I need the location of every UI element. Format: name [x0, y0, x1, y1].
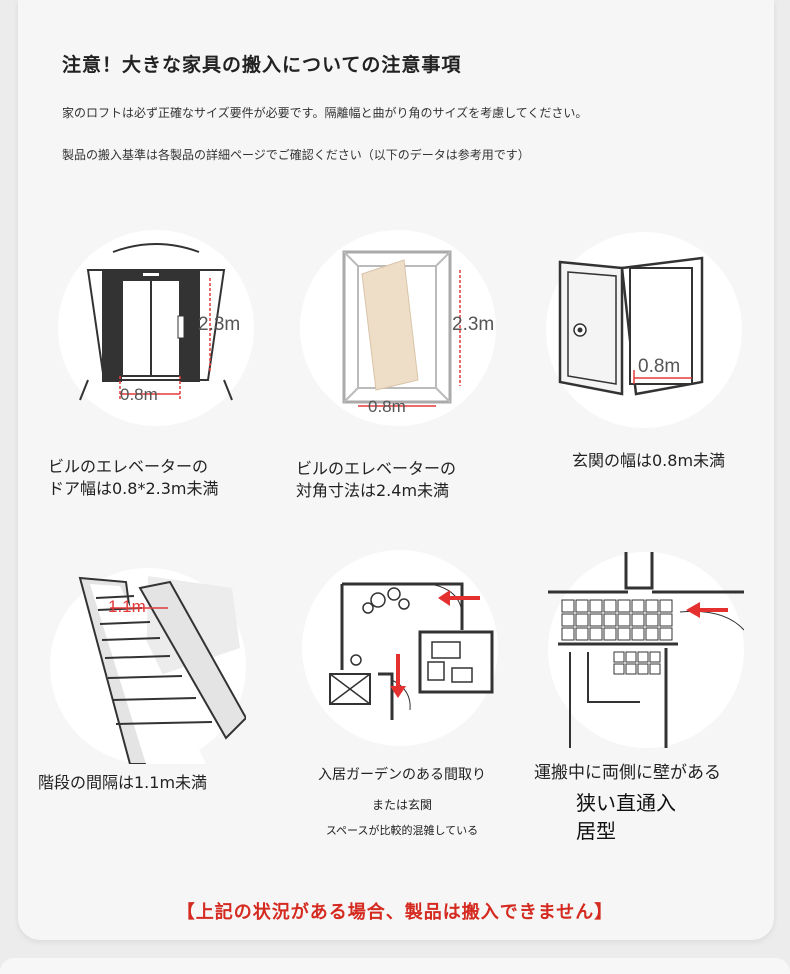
garden-floorplan-illustration [302, 550, 498, 746]
elevator-door-icon: 2.3m 0.8m [79, 243, 240, 404]
dim-width-label: 0.8m [638, 356, 680, 377]
next-section-edge [0, 958, 790, 974]
intro-line-1: 家のロフトは必ず正確なサイズ要件が必要です。隔離幅と曲がり角のサイズを考慮してく… [62, 106, 588, 120]
narrow-corridor-illustration [548, 552, 744, 748]
caption-garden-line-2: または玄関 [371, 798, 432, 812]
caption-narrow-line-2: 狭い直通入 [576, 791, 676, 815]
garden-floorplan-icon [329, 582, 494, 720]
dim-height-label: 2.3m [198, 314, 240, 335]
entrance-door-illustration: 0.8m [546, 232, 742, 428]
elevator-diagonal-illustration: 2.3m 0.8m [300, 230, 496, 426]
caption-elevator-door: ビルのエレベーターの ドア幅は0.8*2.3m未満 [48, 457, 219, 498]
caption-narrow-line-1: 運搬中に両側に壁がある [534, 763, 721, 783]
narrow-corridor-icon [548, 552, 744, 748]
dim-height-label: 2.3m [452, 314, 494, 335]
caption-staircase: 階段の間隔は1.1m未満 [38, 773, 208, 792]
page-title: 注意！大きな家具の搬入についての注意事項 [62, 54, 462, 76]
caption-garden-line-1: 入居ガーデンのある間取り [318, 767, 486, 783]
caption-narrow-line-3: 居型 [576, 819, 616, 843]
caption-garden-line-3: スペースが比較的混雑している [325, 824, 479, 837]
dim-width-label: 1.1m [108, 597, 146, 616]
elevator-diagonal-icon: 2.3m 0.8m [342, 250, 494, 416]
staircase-illustration: 1.1m [50, 568, 246, 764]
notice-card [18, 0, 774, 940]
dim-width-label: 0.8m [120, 385, 158, 404]
caption-elevator-diagonal: ビルのエレベーターの 対角寸法は2.4m未満 [296, 459, 457, 500]
caption-entrance-door: 玄関の幅は0.8m未満 [572, 451, 726, 470]
elevator-door-illustration: 2.3m 0.8m [58, 230, 254, 426]
intro-line-2: 製品の搬入基準は各製品の詳細ページでご確認ください（以下のデータは参考用です） [62, 148, 530, 162]
warning-text: 【上記の状況がある場合、製品は搬入できません】 [176, 902, 614, 923]
entrance-door-icon: 0.8m [558, 256, 704, 396]
dim-width-label: 0.8m [368, 397, 406, 416]
staircase-icon: 1.1m [78, 576, 246, 764]
